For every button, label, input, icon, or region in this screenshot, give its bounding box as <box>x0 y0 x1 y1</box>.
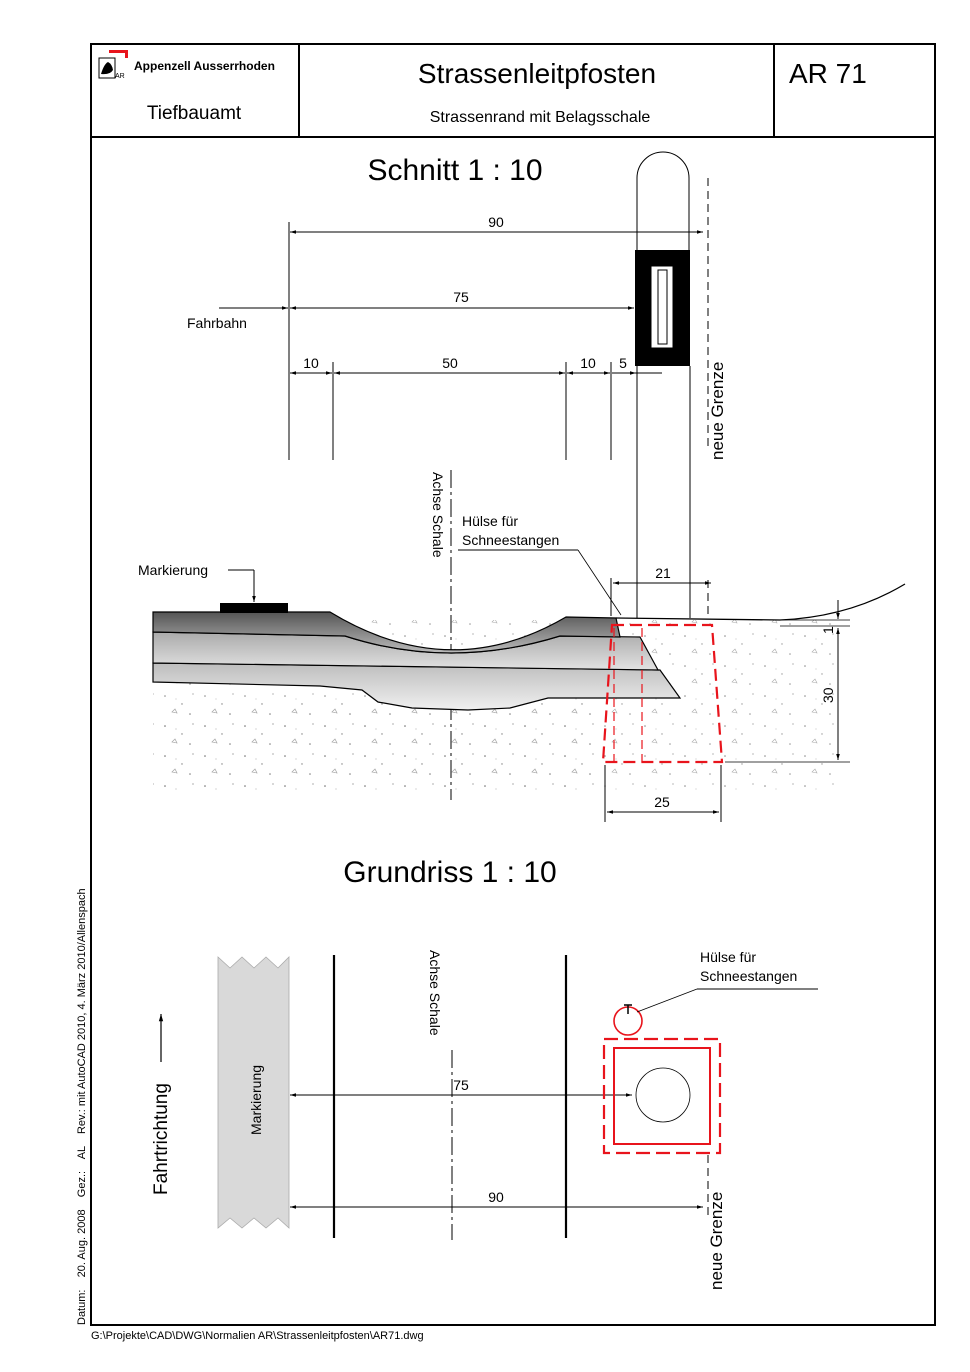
post-outline <box>636 151 690 250</box>
foundation-outline <box>601 623 724 764</box>
title-block: AR Appenzell Ausserrhoden Tiefbauamt Str… <box>90 43 936 1326</box>
page-title: Strassenleitpfosten <box>418 58 656 89</box>
sleeve-label-line2: Schneestangen <box>462 532 559 548</box>
dim-1: 1 <box>820 626 836 634</box>
marking-label: Markierung <box>138 562 208 578</box>
plan-foundation-inner <box>613 1047 711 1145</box>
road-marking <box>220 603 288 613</box>
sleeve-label-line1: Hülse für <box>462 513 518 529</box>
org-name: Appenzell Ausserrhoden <box>134 59 275 73</box>
dim-10b: 10 <box>580 355 596 371</box>
dim-5: 5 <box>619 355 627 371</box>
plan-axis-label: Achse Schale <box>427 950 443 1036</box>
plan-foundation-outer <box>602 1037 722 1155</box>
plan-sleeve-label-line2: Schneestangen <box>700 968 797 984</box>
boundary-label: neue Grenze <box>708 362 727 460</box>
direction-label: Fahrtrichtung <box>151 1083 172 1195</box>
section-title: Schnitt 1 : 10 <box>367 154 542 187</box>
page-subtitle: Strassenrand mit Belagsschale <box>430 109 651 126</box>
post-circle <box>635 1067 691 1123</box>
dim-50: 50 <box>442 355 458 371</box>
file-path: G:\Projekte\CAD\DWG\Normalien AR\Strasse… <box>91 1330 424 1342</box>
dim-30: 30 <box>820 687 836 703</box>
plan-view: Grundriss 1 : 10 Markierung Fahrtrichtun… <box>151 856 818 1290</box>
dim-21: 21 <box>655 565 671 581</box>
ground-surface <box>615 583 906 621</box>
plan-marking-strip <box>217 956 290 1229</box>
dim-25: 25 <box>654 794 670 810</box>
dim-10a: 10 <box>303 355 319 371</box>
svg-text:AR: AR <box>115 73 125 80</box>
pavement-lower-layer <box>152 662 682 711</box>
plan-sleeve-label-line1: Hülse für <box>700 949 756 965</box>
plan-marking-label: Markierung <box>248 1065 264 1135</box>
plan-title: Grundriss 1 : 10 <box>343 856 556 889</box>
axis-label: Achse Schale <box>430 472 446 558</box>
dim-90: 90 <box>488 214 504 230</box>
drawing-code: AR 71 <box>789 58 867 89</box>
section-view: Schnitt 1 : 10 neue Grenze 90 75 Fahrbah… <box>138 151 906 822</box>
canton-bear-logo-icon: AR <box>98 50 128 80</box>
plan-dim-75: 75 <box>453 1077 469 1093</box>
plan-dim-90: 90 <box>488 1189 504 1205</box>
side-info: Datum: 20. Aug. 2008 Gez.: AL Rev.: mit … <box>76 888 88 1325</box>
sheet-frame <box>90 43 936 1326</box>
dim-75: 75 <box>453 289 469 305</box>
fahrbahn-label: Fahrbahn <box>187 315 247 331</box>
department: Tiefbauamt <box>147 103 242 124</box>
plan-boundary-label: neue Grenze <box>707 1192 726 1290</box>
